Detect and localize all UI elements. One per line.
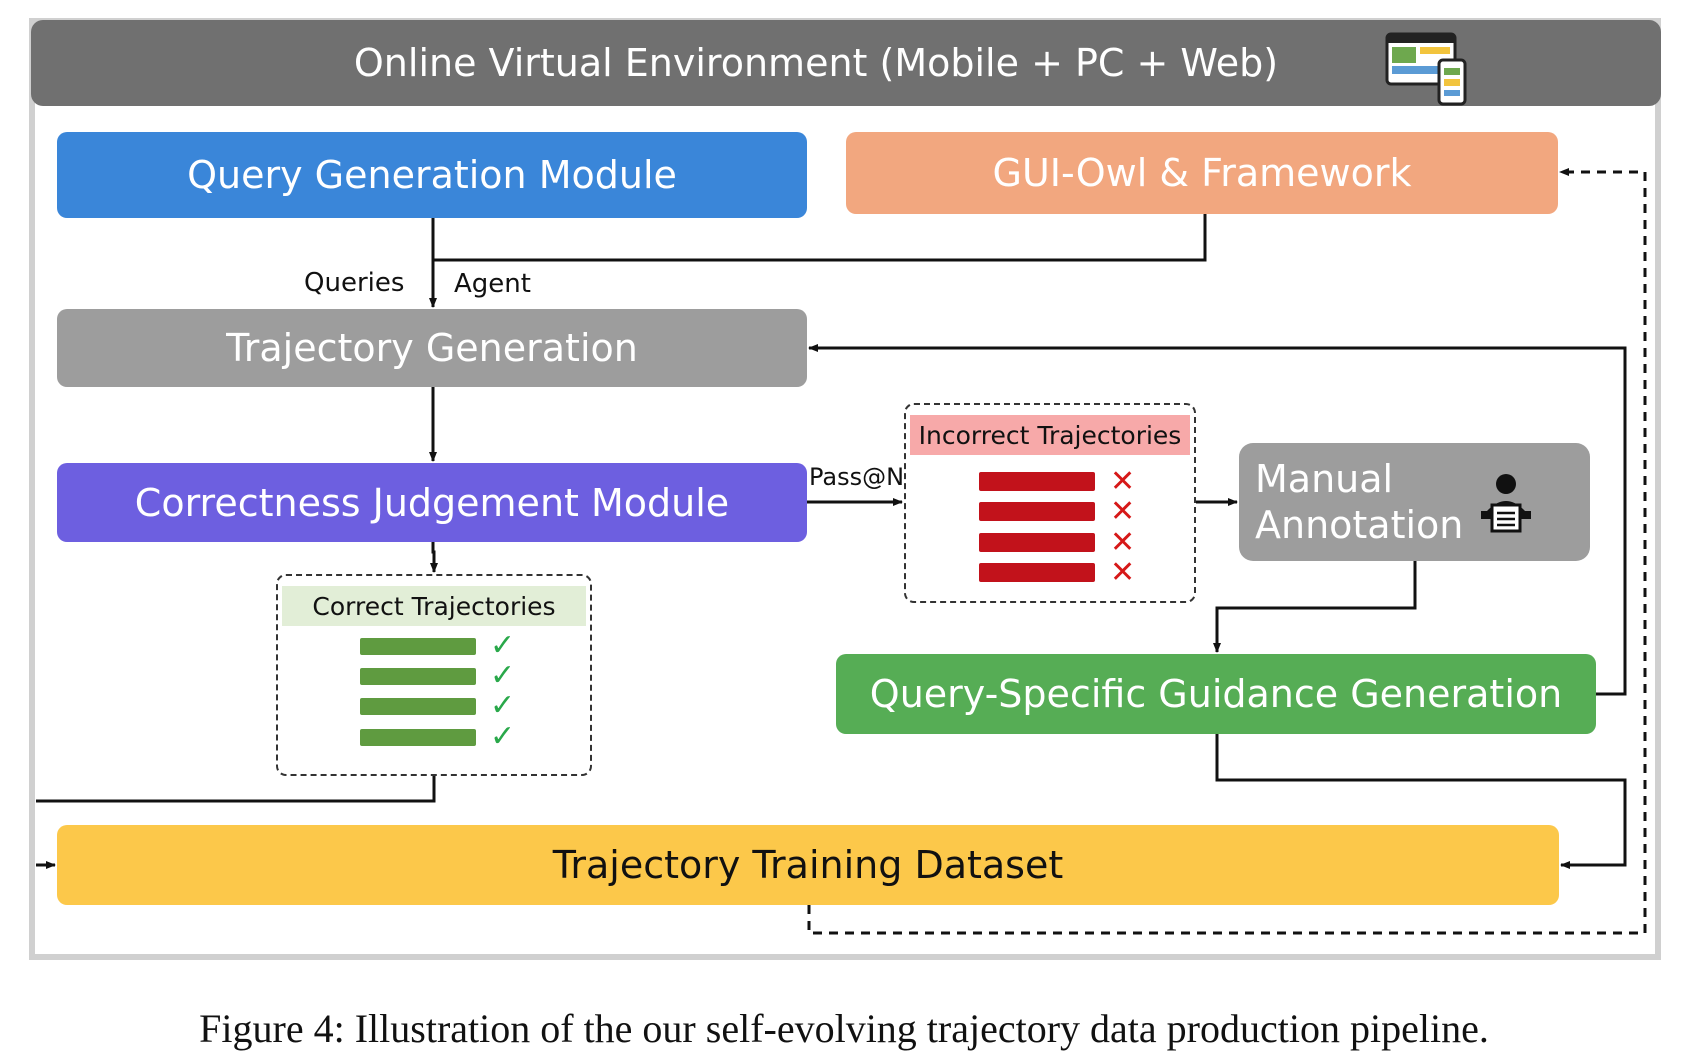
agent-edge-label: Agent <box>454 269 531 299</box>
gui-owl-framework: GUI-Owl & Framework <box>846 132 1558 214</box>
correctness-judgement-module: Correctness Judgement Module <box>57 463 807 542</box>
devices-icon <box>1385 32 1467 106</box>
trajectory-generation: Trajectory Generation <box>57 309 807 387</box>
cross-icon: ✕ <box>1110 464 1136 499</box>
check-icon: ✓ <box>490 688 516 723</box>
incorrect-trajectory-bar <box>979 533 1095 552</box>
correct-trajectory-bar <box>360 698 476 715</box>
cross-icon: ✕ <box>1110 555 1136 590</box>
check-icon: ✓ <box>490 719 516 754</box>
cross-icon: ✕ <box>1110 525 1136 560</box>
incorrect-trajectories-panel: Incorrect Trajectories ✕ ✕ ✕ ✕ <box>904 403 1196 603</box>
incorrect-trajectories-title: Incorrect Trajectories <box>910 415 1190 455</box>
correct-trajectory-bar <box>360 668 476 685</box>
trajectory-training-dataset: Trajectory Training Dataset <box>57 825 1559 905</box>
correct-trajectory-bar <box>360 638 476 655</box>
manual-annotation-label: Manual Annotation <box>1255 457 1464 547</box>
check-icon: ✓ <box>490 628 516 663</box>
environment-header: Online Virtual Environment (Mobile + PC … <box>31 20 1661 106</box>
annotator-icon <box>1481 474 1531 533</box>
incorrect-trajectory-bar <box>979 502 1095 521</box>
pass-at-n-edge-label: Pass@N <box>809 463 905 491</box>
cross-icon: ✕ <box>1110 494 1136 529</box>
correct-trajectories-panel: Correct Trajectories ✓ ✓ ✓ ✓ <box>276 574 592 776</box>
environment-title: Online Virtual Environment (Mobile + PC … <box>353 41 1279 85</box>
incorrect-trajectory-bar <box>979 472 1095 491</box>
figure-caption: Figure 4: Illustration of the our self-e… <box>199 1006 1489 1051</box>
query-generation-module: Query Generation Module <box>57 132 807 218</box>
correct-trajectories-title: Correct Trajectories <box>282 586 586 626</box>
manual-annotation: Manual Annotation <box>1239 443 1590 561</box>
queries-edge-label: Queries <box>304 268 405 298</box>
check-icon: ✓ <box>490 658 516 693</box>
query-specific-guidance-generation: Query-Specific Guidance Generation <box>836 654 1596 734</box>
incorrect-trajectory-bar <box>979 563 1095 582</box>
correct-trajectory-bar <box>360 729 476 746</box>
